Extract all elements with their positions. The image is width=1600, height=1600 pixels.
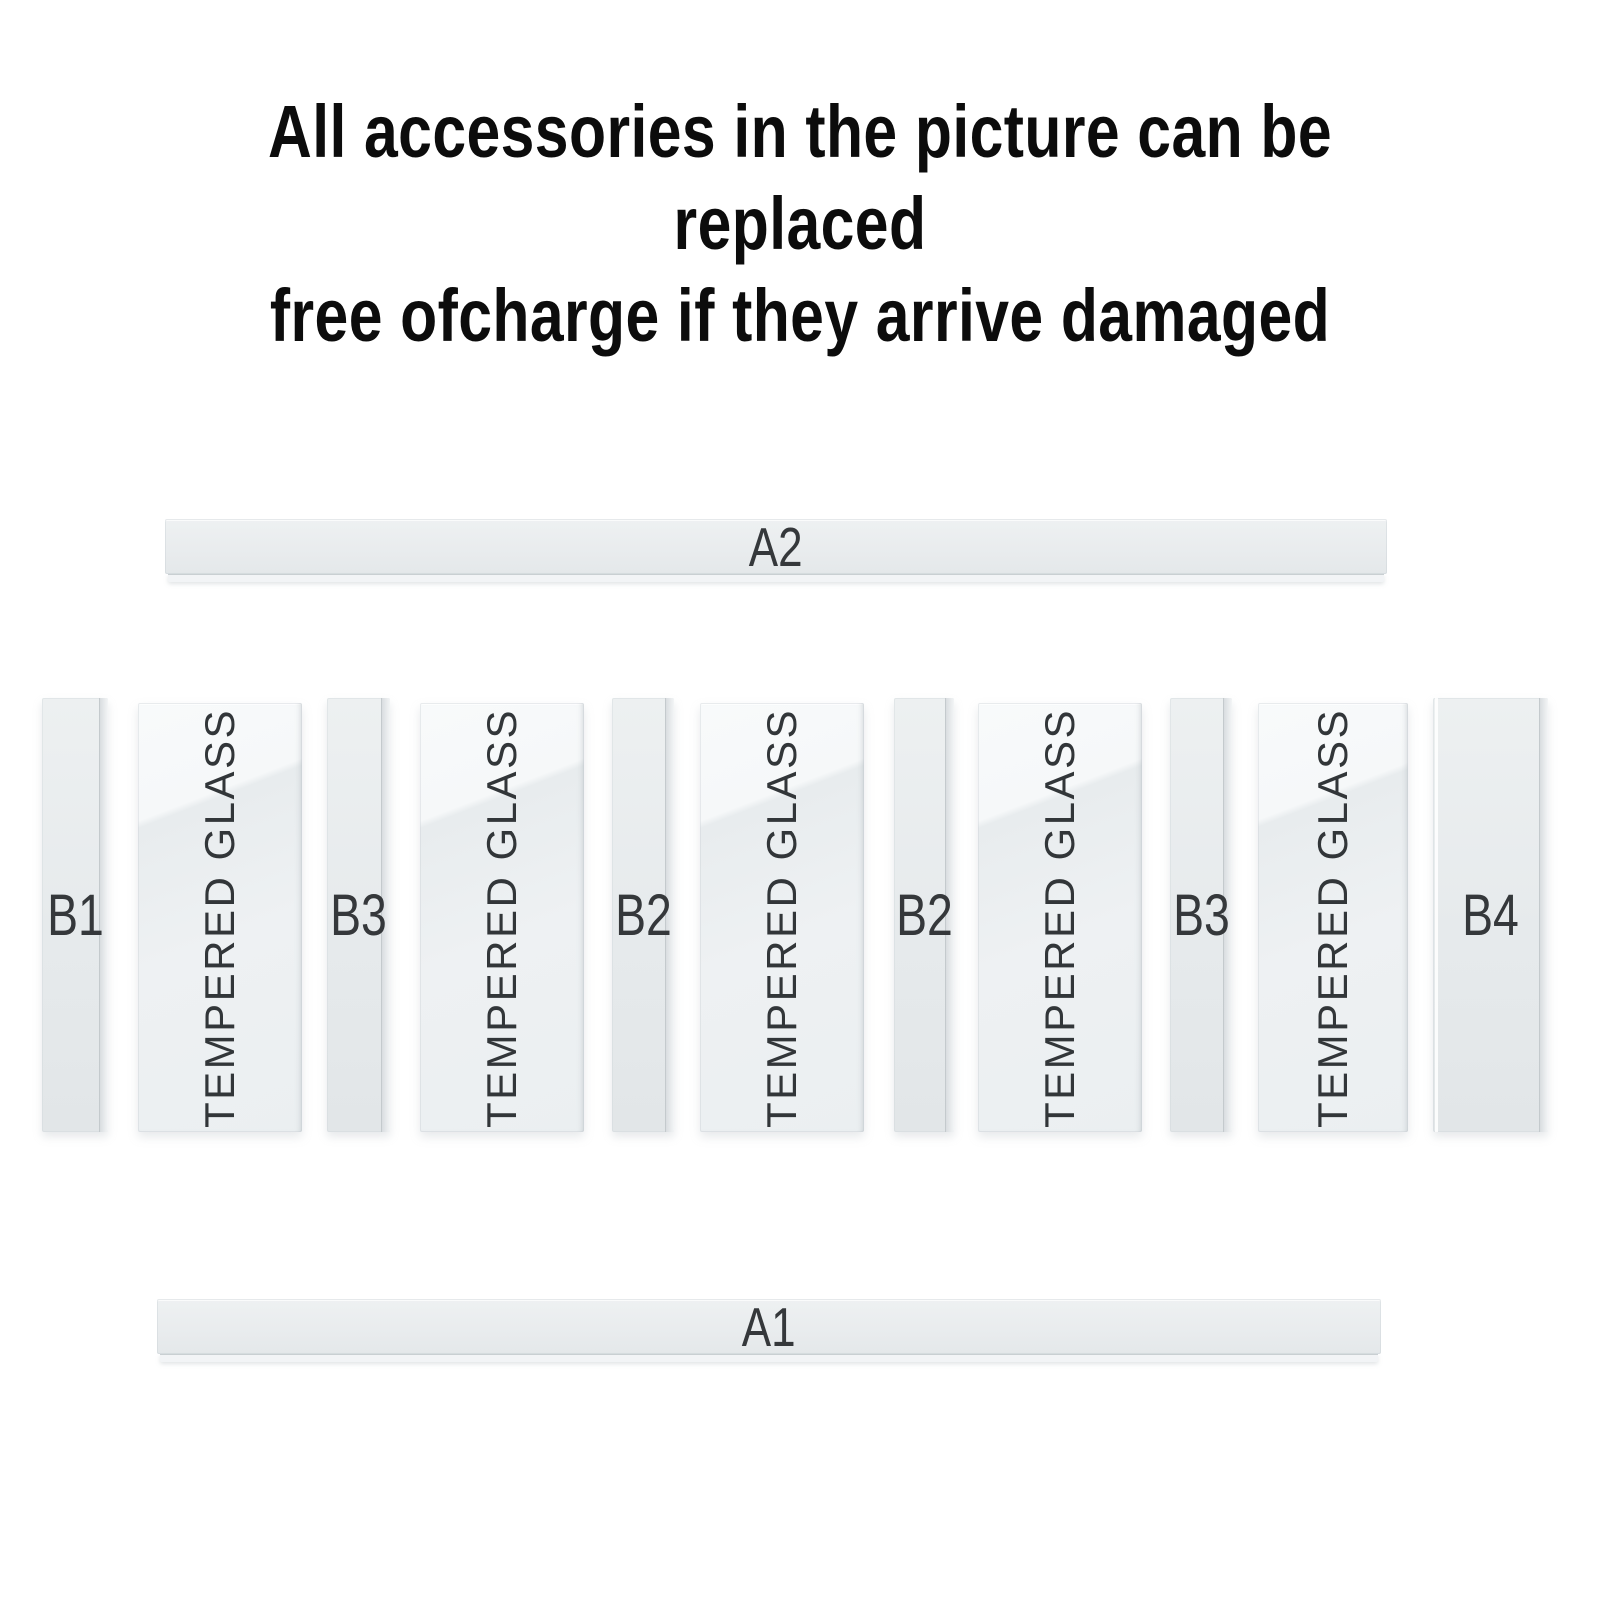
side-bar-b2: B2	[894, 698, 954, 1132]
tempered-glass-label: TEMPERED GLASS	[1309, 707, 1357, 1128]
rail-a2-label: A2	[749, 515, 803, 578]
side-bar-b4: B4	[1433, 698, 1548, 1132]
tempered-glass-panel: TEMPERED GLASS	[978, 703, 1142, 1132]
tempered-glass-panel: TEMPERED GLASS	[700, 703, 864, 1132]
tempered-glass-panel: TEMPERED GLASS	[138, 703, 302, 1132]
tempered-glass-panel: TEMPERED GLASS	[420, 703, 584, 1132]
replacement-notice-line-1: All accessories in the picture can be re…	[267, 90, 1333, 265]
side-bar-b2-label: B2	[895, 882, 953, 948]
replacement-notice-line-2: free ofcharge if they arrive damaged	[269, 274, 1331, 357]
side-bar-b3: B3	[327, 698, 390, 1132]
rail-a1: A1	[157, 1296, 1381, 1362]
side-bar-b3: B3	[1170, 698, 1232, 1132]
tempered-glass-label: TEMPERED GLASS	[758, 707, 806, 1128]
side-bar-b2-label: B2	[614, 882, 672, 948]
rail-a1-label: A1	[742, 1295, 796, 1358]
rail-a2: A2	[165, 516, 1387, 582]
side-bar-b3-label: B3	[330, 882, 387, 948]
side-bar-b2: B2	[612, 698, 674, 1132]
replacement-notice: All accessories in the picture can be re…	[144, 86, 1456, 362]
side-bar-b1: B1	[42, 698, 108, 1132]
tempered-glass-panel: TEMPERED GLASS	[1258, 703, 1408, 1132]
side-bar-b4-label: B4	[1462, 882, 1519, 948]
tempered-glass-label: TEMPERED GLASS	[1036, 707, 1084, 1128]
tempered-glass-label: TEMPERED GLASS	[478, 707, 526, 1128]
tempered-glass-label: TEMPERED GLASS	[196, 707, 244, 1128]
side-bar-b3-label: B3	[1172, 882, 1230, 948]
side-bar-b1-label: B1	[46, 882, 104, 948]
